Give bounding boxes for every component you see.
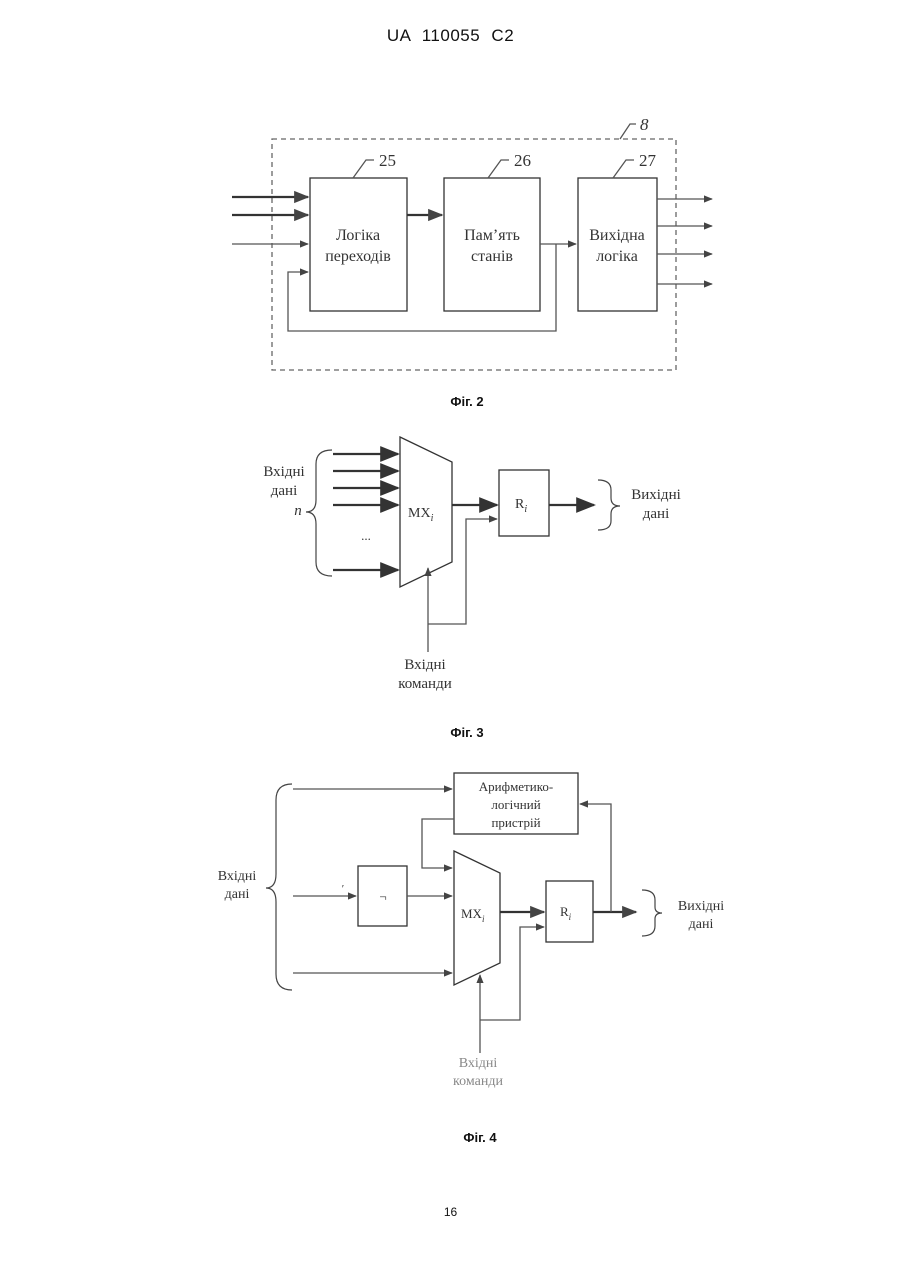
transition-logic-block	[310, 178, 407, 311]
ref-8: 8	[640, 115, 649, 134]
fig3-commands-label-line1: Вхідні	[404, 657, 445, 673]
fig4-register-text: R	[560, 904, 569, 919]
fig4-commands-label-line2: команди	[453, 1074, 503, 1089]
fig4-output-brace	[642, 890, 662, 936]
fig3-output-brace	[598, 480, 620, 530]
fig3-ellipsis: ...	[361, 528, 371, 543]
ref-leader-26	[488, 160, 509, 178]
output-logic-block	[578, 178, 657, 311]
fig4-inputs-label-line1: Вхідні	[218, 869, 257, 884]
ref-25: 25	[379, 151, 396, 170]
fig4-mux-text: MX	[461, 906, 483, 921]
alu-label-line1: Арифметико-	[479, 779, 553, 794]
ref-26: 26	[514, 151, 531, 170]
figure-3: Вхідні дані n ... MXi Ri Вихідні дані Вх…	[263, 437, 680, 740]
inverter-label: ¬	[379, 889, 386, 904]
fig3-outputs-label-line2: дані	[643, 506, 669, 522]
fig3-outputs-label-line1: Вихідні	[631, 487, 681, 503]
fig3-n-label: n	[294, 503, 302, 519]
fig4-commands-label-line1: Вхідні	[459, 1056, 498, 1071]
figure-3-caption: Фіг. 3	[450, 725, 483, 740]
block-25-line1: Логіка	[336, 227, 380, 244]
fig3-input-brace	[306, 450, 332, 576]
alu-to-mux-arrow	[422, 819, 454, 868]
ref-leader-25	[353, 160, 374, 178]
figure-4: Вхідні дані Арифметико- логічний пристрі…	[218, 773, 724, 1145]
block-26-line1: Пам’ять	[464, 227, 520, 244]
state-memory-block	[444, 178, 540, 311]
ref-leader-27	[613, 160, 634, 178]
ref-leader-8	[620, 124, 636, 139]
page-number: 16	[0, 1205, 901, 1219]
block-27-line1: Вихідна	[589, 227, 644, 244]
fig3-register-subscript: i	[524, 504, 527, 515]
figure-2-caption: Фіг. 2	[450, 394, 483, 409]
fig4-tick-mark: ′	[342, 883, 344, 895]
fig3-inputs-label-line2: дані	[271, 483, 297, 499]
fig4-inputs-label-line2: дані	[225, 887, 250, 902]
block-26-line2: станів	[471, 248, 513, 265]
fig4-outputs-label-line1: Вихідні	[678, 899, 724, 914]
fig3-mux-subscript: i	[431, 513, 434, 524]
fig3-mux-text: MX	[408, 506, 431, 521]
figure-4-caption: Фіг. 4	[463, 1130, 497, 1145]
ref-27: 27	[639, 151, 657, 170]
block-25-line2: переходів	[325, 248, 391, 265]
alu-label-line2: логічний	[491, 797, 540, 812]
fig4-input-brace	[266, 784, 292, 990]
fig3-inputs-label-line1: Вхідні	[263, 464, 304, 480]
fig3-commands-label-line2: команди	[398, 676, 451, 692]
fig4-outputs-label-line2: дані	[689, 917, 714, 932]
figure-2: 8 25 Логіка переходів 26 Пам’ять станів …	[232, 115, 712, 409]
alu-label-line3: пристрій	[491, 815, 540, 830]
block-27-line2: логіка	[596, 248, 638, 265]
